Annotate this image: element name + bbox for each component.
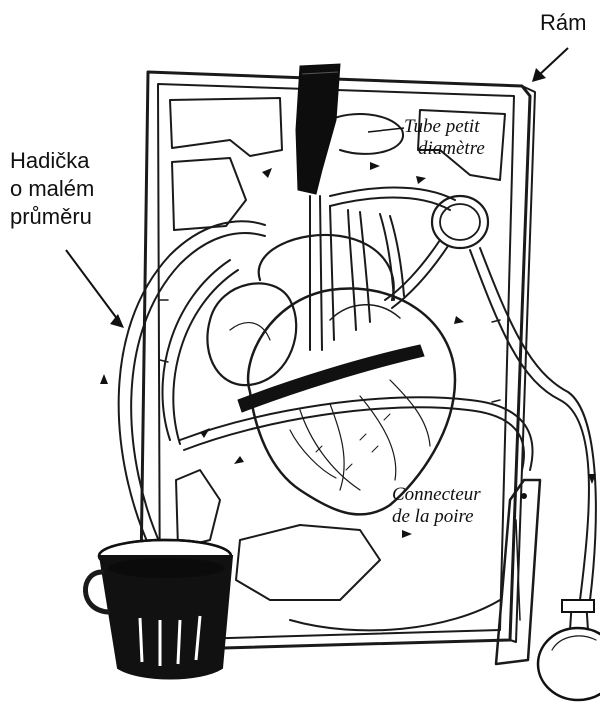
svg-text:diamètre: diamètre — [418, 138, 485, 159]
tube-fr-pointer — [368, 128, 404, 132]
svg-text:Hadička: Hadička — [10, 148, 90, 173]
svg-text:de la poire: de la poire — [392, 506, 474, 527]
tube-pointer-arrow — [66, 250, 118, 320]
label-frame: Rám — [540, 10, 586, 35]
label-tube-fr: Tube petit diamètre — [404, 116, 485, 159]
svg-text:o malém: o malém — [10, 176, 94, 201]
label-small-tube: Hadička o malém průměru — [10, 148, 94, 229]
svg-text:Tube petit: Tube petit — [404, 116, 480, 137]
tube-clamp — [296, 64, 340, 194]
flow-arrow — [100, 374, 108, 384]
flow-arrow — [262, 168, 272, 178]
frame-pointer-arrow — [538, 48, 568, 76]
flow-arrow — [200, 428, 210, 438]
heart — [207, 196, 455, 514]
bulb — [538, 600, 600, 700]
svg-text:průměru: průměru — [10, 204, 92, 229]
flow-arrow — [234, 456, 244, 464]
flow-arrow — [454, 316, 464, 324]
svg-text:Connecteur: Connecteur — [392, 484, 481, 505]
label-bulb-fr: Connecteur de la poire — [392, 484, 481, 527]
flow-arrow — [416, 176, 426, 184]
flow-arrow — [370, 162, 380, 170]
flow-arrow — [402, 530, 412, 538]
cup — [85, 540, 232, 679]
